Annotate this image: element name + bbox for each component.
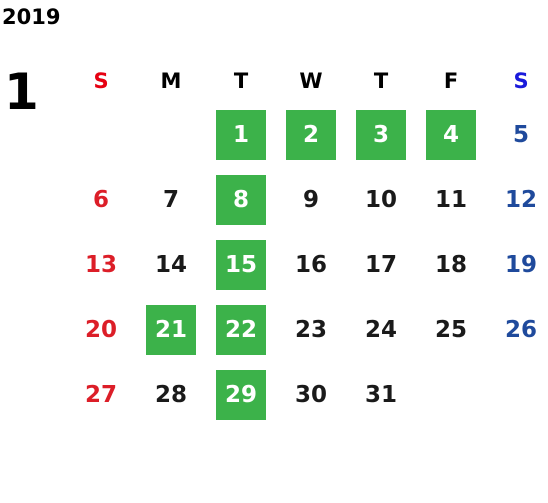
highlighted-day-number: 3	[356, 109, 406, 160]
day-cell[interactable]: 17	[346, 232, 416, 297]
day-cell[interactable]: 15	[206, 232, 276, 297]
day-cell[interactable]: 7	[136, 167, 206, 232]
day-number: 16	[294, 251, 327, 278]
day-number: 26	[504, 316, 537, 343]
day-cell[interactable]: 27	[66, 362, 136, 427]
month-number: 1	[4, 63, 39, 121]
day-number: 20	[84, 316, 117, 343]
day-cell[interactable]: 12	[486, 167, 548, 232]
empty-day-cell	[136, 102, 206, 167]
day-number: 30	[294, 381, 327, 408]
day-number: 17	[364, 251, 397, 278]
day-cell[interactable]: 21	[136, 297, 206, 362]
highlighted-day-number: 4	[426, 109, 476, 160]
day-number: 13	[84, 251, 117, 278]
weekday-header-thursday: T	[373, 69, 389, 93]
day-cell[interactable]: 23	[276, 297, 346, 362]
highlighted-day-number: 15	[216, 239, 266, 290]
day-cell[interactable]: 25	[416, 297, 486, 362]
day-cell[interactable]: 1	[206, 102, 276, 167]
day-number: 9	[302, 186, 319, 213]
day-cell[interactable]: 18	[416, 232, 486, 297]
day-number: 14	[154, 251, 187, 278]
weekday-header-wednesday: W	[299, 69, 323, 93]
day-number: 28	[154, 381, 187, 408]
day-cell[interactable]: 4	[416, 102, 486, 167]
highlighted-day-number: 8	[216, 174, 266, 225]
day-cell[interactable]: 26	[486, 297, 548, 362]
weekday-header-sunday: S	[93, 69, 109, 93]
highlighted-day-number: 1	[216, 109, 266, 160]
day-cell[interactable]: 16	[276, 232, 346, 297]
day-cell[interactable]: 11	[416, 167, 486, 232]
day-cell[interactable]: 19	[486, 232, 548, 297]
day-number: 23	[294, 316, 327, 343]
day-cell[interactable]: 2	[276, 102, 346, 167]
year-label: 2019	[2, 5, 61, 29]
day-number: 5	[512, 121, 529, 148]
day-number: 27	[84, 381, 117, 408]
day-cell[interactable]: 14	[136, 232, 206, 297]
weekday-header-friday: F	[443, 69, 459, 93]
day-number: 19	[504, 251, 537, 278]
day-cell[interactable]: 8	[206, 167, 276, 232]
day-cell[interactable]: 28	[136, 362, 206, 427]
day-cell[interactable]: 24	[346, 297, 416, 362]
day-cell[interactable]: 30	[276, 362, 346, 427]
day-number: 24	[364, 316, 397, 343]
day-number: 11	[434, 186, 467, 213]
weekday-header-saturday: S	[513, 69, 529, 93]
highlighted-day-number: 21	[146, 304, 196, 355]
day-cell[interactable]: 13	[66, 232, 136, 297]
day-cell[interactable]: 3	[346, 102, 416, 167]
day-number: 25	[434, 316, 467, 343]
day-cell[interactable]: 9	[276, 167, 346, 232]
weekday-header-tuesday: T	[233, 69, 249, 93]
highlighted-day-number: 2	[286, 109, 336, 160]
day-cell[interactable]: 10	[346, 167, 416, 232]
day-cell[interactable]: 22	[206, 297, 276, 362]
day-number: 31	[364, 381, 397, 408]
day-number: 6	[92, 186, 109, 213]
empty-day-cell	[66, 102, 136, 167]
day-cell[interactable]: 31	[346, 362, 416, 427]
day-cell[interactable]: 20	[66, 297, 136, 362]
highlighted-day-number: 29	[216, 369, 266, 420]
day-number: 12	[504, 186, 537, 213]
day-number: 10	[364, 186, 397, 213]
day-cell[interactable]: 5	[486, 102, 548, 167]
weekday-header-monday: M	[160, 69, 182, 93]
day-cell[interactable]: 29	[206, 362, 276, 427]
day-cell[interactable]: 6	[66, 167, 136, 232]
day-number: 7	[162, 186, 179, 213]
day-number: 18	[434, 251, 467, 278]
highlighted-day-number: 22	[216, 304, 266, 355]
